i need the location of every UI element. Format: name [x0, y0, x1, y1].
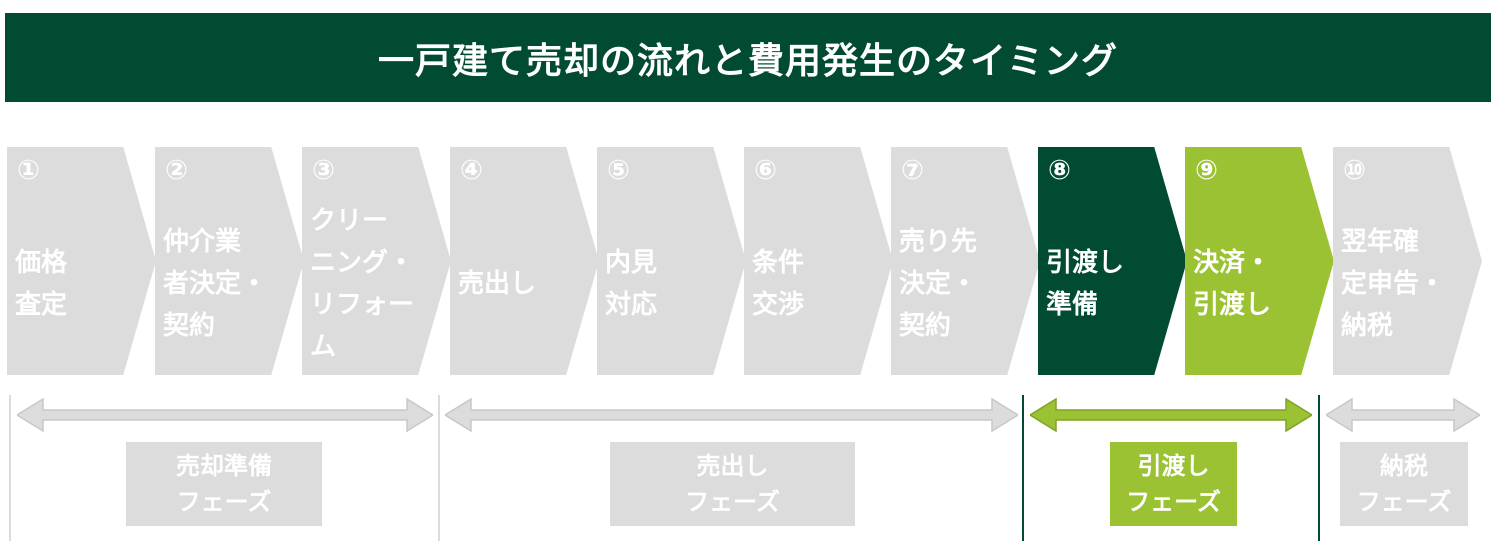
step-8-handover-prep: ⑧ 引渡し準備: [1038, 147, 1187, 375]
step-label: クリーニング・リフォーム: [310, 206, 415, 362]
step-number: ⑨: [1195, 155, 1218, 186]
page-title: 一戸建て売却の流れと費用発生のタイミング: [377, 40, 1118, 82]
phase-box-listing: 売出し フェーズ: [610, 442, 855, 526]
step-label: 価格査定: [15, 248, 68, 320]
double-arrow-shape: [17, 397, 433, 433]
step-2-agent-contract: ② 仲介業者決定・契約: [155, 147, 304, 375]
phase-arrow-sale-prep: [17, 397, 433, 433]
phase-label-line2: フェーズ: [176, 488, 272, 516]
phase-divider: [1318, 395, 1320, 541]
phase-box-sale-prep: 売却準備 フェーズ: [126, 442, 322, 526]
step-number: ①: [17, 155, 40, 186]
phase-divider: [1022, 395, 1024, 541]
double-arrow-shape: [1326, 397, 1480, 433]
step-label: 売り先決定・契約: [899, 227, 978, 341]
step-number: ⑤: [607, 155, 630, 186]
phase-divider: [438, 395, 440, 541]
phase-arrow-handover: [1030, 397, 1312, 433]
step-3-cleaning-reform: ③ クリーニング・リフォーム: [302, 147, 451, 375]
step-number: ⑥: [754, 155, 777, 186]
step-label: 翌年確定申告・納税: [1341, 227, 1446, 341]
step-5-viewing: ⑤ 内見対応: [597, 147, 746, 375]
double-arrow-shape: [445, 397, 1018, 433]
step-label: 条件交渉: [752, 248, 805, 320]
step-label: 引渡し準備: [1046, 248, 1125, 320]
step-4-listing: ④ 売出し: [450, 147, 599, 375]
step-number: ③: [312, 155, 335, 186]
step-number: ⑧: [1048, 155, 1071, 186]
step-1-price-appraisal: ① 価格査定: [7, 147, 156, 375]
step-label: 仲介業者決定・契約: [163, 227, 268, 341]
step-label: 内見対応: [605, 248, 658, 320]
step-label: 決済・引渡し: [1193, 248, 1272, 320]
step-number: ⑩: [1343, 155, 1366, 186]
phase-label-line2: フェーズ: [685, 488, 780, 516]
phase-label-line1: 引渡し: [1137, 452, 1210, 480]
phase-arrow-listing: [445, 397, 1018, 433]
step-10-tax-return: ⑩ 翌年確定申告・納税: [1333, 147, 1482, 375]
double-arrow-shape: [1030, 397, 1312, 433]
step-number: ②: [165, 155, 188, 186]
phase-label-line1: 売出し: [696, 452, 769, 480]
phase-box-handover: 引渡し フェーズ: [1110, 442, 1237, 526]
phase-arrow-tax: [1326, 397, 1480, 433]
step-number: ④: [460, 155, 483, 186]
step-number: ⑦: [901, 155, 924, 186]
step-label: 売出し: [458, 269, 537, 299]
title-banner: 一戸建て売却の流れと費用発生のタイミング: [5, 13, 1491, 102]
phase-label-line2: フェーズ: [1356, 488, 1452, 516]
phase-label-line2: フェーズ: [1126, 488, 1221, 516]
phase-label-line1: 売却準備: [176, 452, 272, 480]
phase-label-line1: 納税: [1380, 452, 1428, 480]
step-9-settlement-handover: ⑨ 決済・引渡し: [1185, 147, 1334, 375]
phase-divider: [9, 395, 11, 541]
step-7-buyer-contract: ⑦ 売り先決定・契約: [891, 147, 1040, 375]
step-6-negotiation: ⑥ 条件交渉: [744, 147, 893, 375]
phase-box-tax: 納税 フェーズ: [1340, 442, 1468, 526]
